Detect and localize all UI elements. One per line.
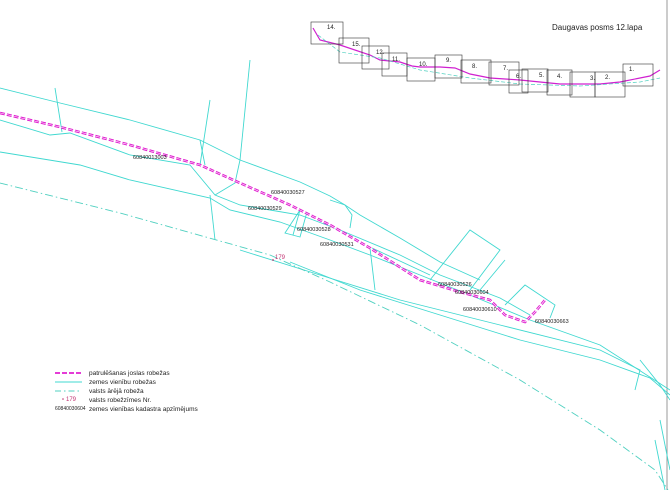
- sheet-index-map: 14. 15. 12. 11. 10. 9. 8. 7. 6. 5. 4. 3. 2. 1.: [310, 21, 661, 98]
- index-sheet-box[interactable]: [460, 59, 492, 84]
- index-sheet-label: 2.: [605, 75, 610, 81]
- parcel-boundaries: [0, 59, 670, 490]
- index-sheet-box[interactable]: [508, 69, 529, 94]
- legend: patrulēšanas joslas robežas zemes vienīb…: [55, 370, 198, 413]
- parcel-label: 60840030531: [320, 242, 354, 248]
- index-sheet-label: 8.: [472, 64, 477, 70]
- parcel-label: 60840030663: [535, 319, 569, 325]
- state-border-line: [0, 182, 669, 490]
- index-sheet-label: 6.: [516, 74, 521, 80]
- legend-label: patrulēšanas joslas robežas: [89, 370, 170, 377]
- parcel-label: 60840030604: [455, 290, 489, 296]
- index-sheet-label: 7.: [503, 66, 508, 72]
- parcel-label: 60840013003: [133, 155, 167, 161]
- legend-marker-symbol: 179: [66, 397, 77, 403]
- index-sheet-label: 11.: [392, 57, 400, 63]
- map-title: Daugavas posms 12.lapa: [552, 23, 643, 32]
- legend-label: zemes vienību robežas: [89, 379, 157, 386]
- legend-cadastre-symbol: 60840030604: [55, 406, 86, 412]
- parcel-label: 60840030526: [438, 282, 472, 288]
- index-sheet-label: 4.: [557, 74, 562, 80]
- border-marker-label: 179: [275, 255, 286, 261]
- index-sheet-box[interactable]: [434, 54, 463, 79]
- patrol-zone-center: [0, 112, 546, 323]
- legend-label: valsts ārējā robeža: [89, 388, 144, 395]
- border-marker-dot: [272, 259, 274, 261]
- index-patrol-line: [312, 27, 661, 85]
- index-sheet-label: 3.: [590, 76, 595, 82]
- parcel-label: 60840030610: [463, 307, 497, 313]
- index-sheet-label: 5.: [539, 73, 544, 79]
- legend-marker-dot: [62, 398, 64, 400]
- index-sheet-box[interactable]: [521, 68, 549, 93]
- index-sheet-box[interactable]: [361, 45, 390, 70]
- parcel-label: 60840030528: [297, 227, 331, 233]
- index-sheet-label: 12.: [376, 50, 385, 56]
- index-sheet-box[interactable]: [488, 61, 520, 86]
- index-sheet-box[interactable]: [338, 37, 370, 64]
- parcel-label: 60840030527: [271, 190, 305, 196]
- index-sheet-box[interactable]: [622, 63, 654, 87]
- index-sheet-label: 1.: [629, 67, 634, 73]
- legend-label: valsts robežzīmes Nr.: [89, 397, 151, 404]
- index-sheet-box[interactable]: [310, 21, 344, 45]
- index-sheet-label: 15.: [352, 42, 361, 48]
- index-sheet-label: 14.: [327, 25, 336, 31]
- index-sheet-box[interactable]: [546, 69, 573, 96]
- legend-label: zemes vienības kadastra apzīmējums: [89, 406, 198, 413]
- index-sheet-box[interactable]: [594, 71, 626, 98]
- index-sheet-label: 9.: [446, 58, 451, 64]
- index-sheet-label: 10.: [419, 62, 428, 68]
- parcel-label: 60840030529: [248, 206, 282, 212]
